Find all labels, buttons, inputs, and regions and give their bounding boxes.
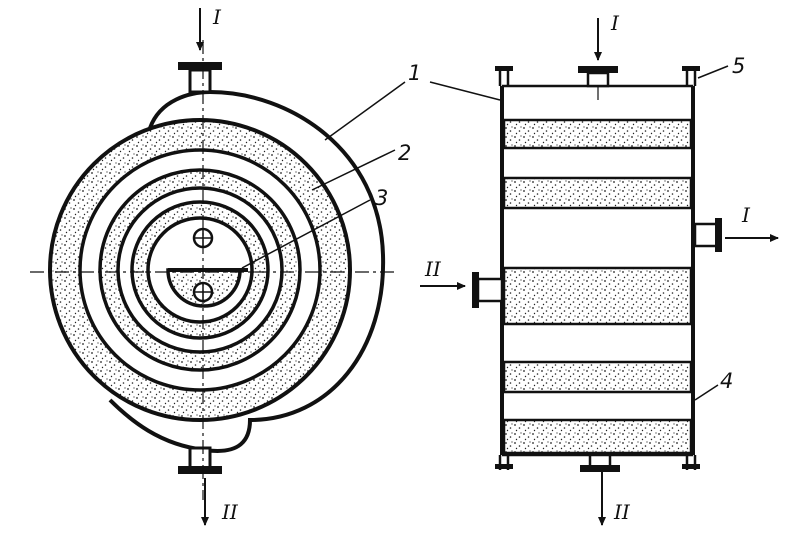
- left-side-nozzle: [472, 272, 504, 308]
- band-3: [502, 266, 693, 326]
- label-part-3: 3: [375, 186, 388, 210]
- band-2: [502, 176, 693, 210]
- label-part-2: 2: [398, 141, 411, 165]
- band-1: [502, 118, 693, 150]
- label-part-1: 1: [408, 61, 421, 85]
- band-5: [502, 418, 693, 455]
- label-section-in-I: I: [610, 11, 620, 35]
- label-flow-out-left: II: [221, 500, 239, 524]
- label-section-out-II: II: [613, 500, 631, 524]
- label-part-4: 4: [720, 369, 733, 393]
- bottom-nozzle: [178, 446, 222, 474]
- top-flanges: [495, 66, 700, 88]
- bottom-flanges: [495, 453, 700, 472]
- top-nozzle: [178, 62, 222, 94]
- label-section-in-II: II: [424, 257, 442, 281]
- label-part-5: 5: [732, 54, 745, 78]
- right-side-nozzle: [693, 218, 722, 252]
- band-4: [502, 360, 693, 394]
- section-view: [420, 18, 779, 526]
- label-flow-in-left: I: [212, 5, 222, 29]
- spiral-view: [30, 8, 406, 526]
- label-section-out-I: I: [741, 203, 751, 227]
